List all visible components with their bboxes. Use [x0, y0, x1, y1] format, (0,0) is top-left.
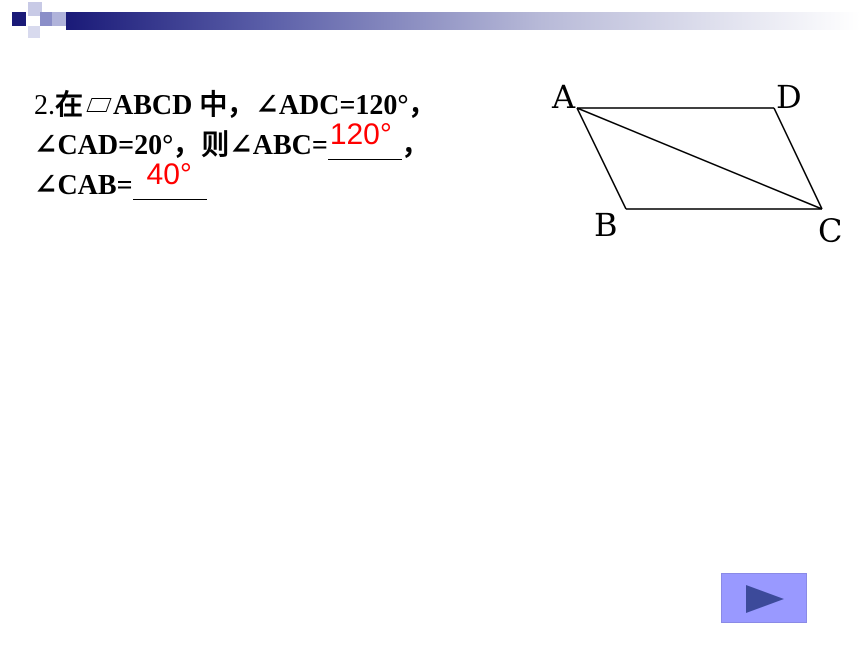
problem-line-2: ∠CAD=20°，则∠ABC=120° ，: [34, 118, 534, 166]
edge-ba: [576, 107, 627, 210]
header-square-dark: [12, 12, 26, 26]
problem-comma: ，: [401, 130, 430, 161]
vertex-label-b: B: [594, 206, 618, 244]
problem-line-3: ∠CAB= 40°: [34, 158, 534, 206]
problem-condition-1: ABCD 中，∠ADC=120°，: [113, 90, 437, 121]
diagonal-ac: [576, 107, 823, 210]
vertex-label-d: D: [776, 78, 802, 116]
header-square-light: [28, 2, 42, 16]
play-triangle-icon: [746, 585, 784, 613]
parallelogram-figure: A D B C: [551, 78, 842, 250]
problem-question-cab: ∠CAB=: [34, 170, 133, 201]
next-slide-button[interactable]: [721, 573, 807, 623]
header-square-mid: [40, 12, 54, 26]
vertex-label-a: A: [551, 78, 576, 116]
answer-blank-cab: 40°: [132, 158, 207, 200]
answer-blank-abc: 120°: [327, 118, 402, 160]
slide-header-decoration: [0, 0, 860, 48]
problem-condition-2: ∠CAD=20°，则∠ABC=: [34, 130, 328, 161]
answer-cab: 40°: [146, 158, 192, 191]
problem-number: 2.: [34, 90, 55, 121]
answer-abc: 120°: [329, 118, 392, 151]
header-square-mid-2: [52, 12, 66, 26]
parallelogram-shape: [576, 107, 823, 210]
header-gradient-bar: [66, 12, 860, 30]
problem-text-zai: 在: [55, 90, 84, 121]
parallelogram-icon: [86, 98, 112, 112]
vertex-label-c: C: [818, 212, 842, 250]
edge-dc: [773, 107, 823, 210]
problem-line-1: 2.在 ABCD 中，∠ADC=120°，: [34, 86, 534, 126]
header-square-light-2: [28, 26, 40, 38]
problem-text: 2.在 ABCD 中，∠ADC=120°， ∠CAD=20°，则∠ABC=120°…: [34, 86, 534, 206]
